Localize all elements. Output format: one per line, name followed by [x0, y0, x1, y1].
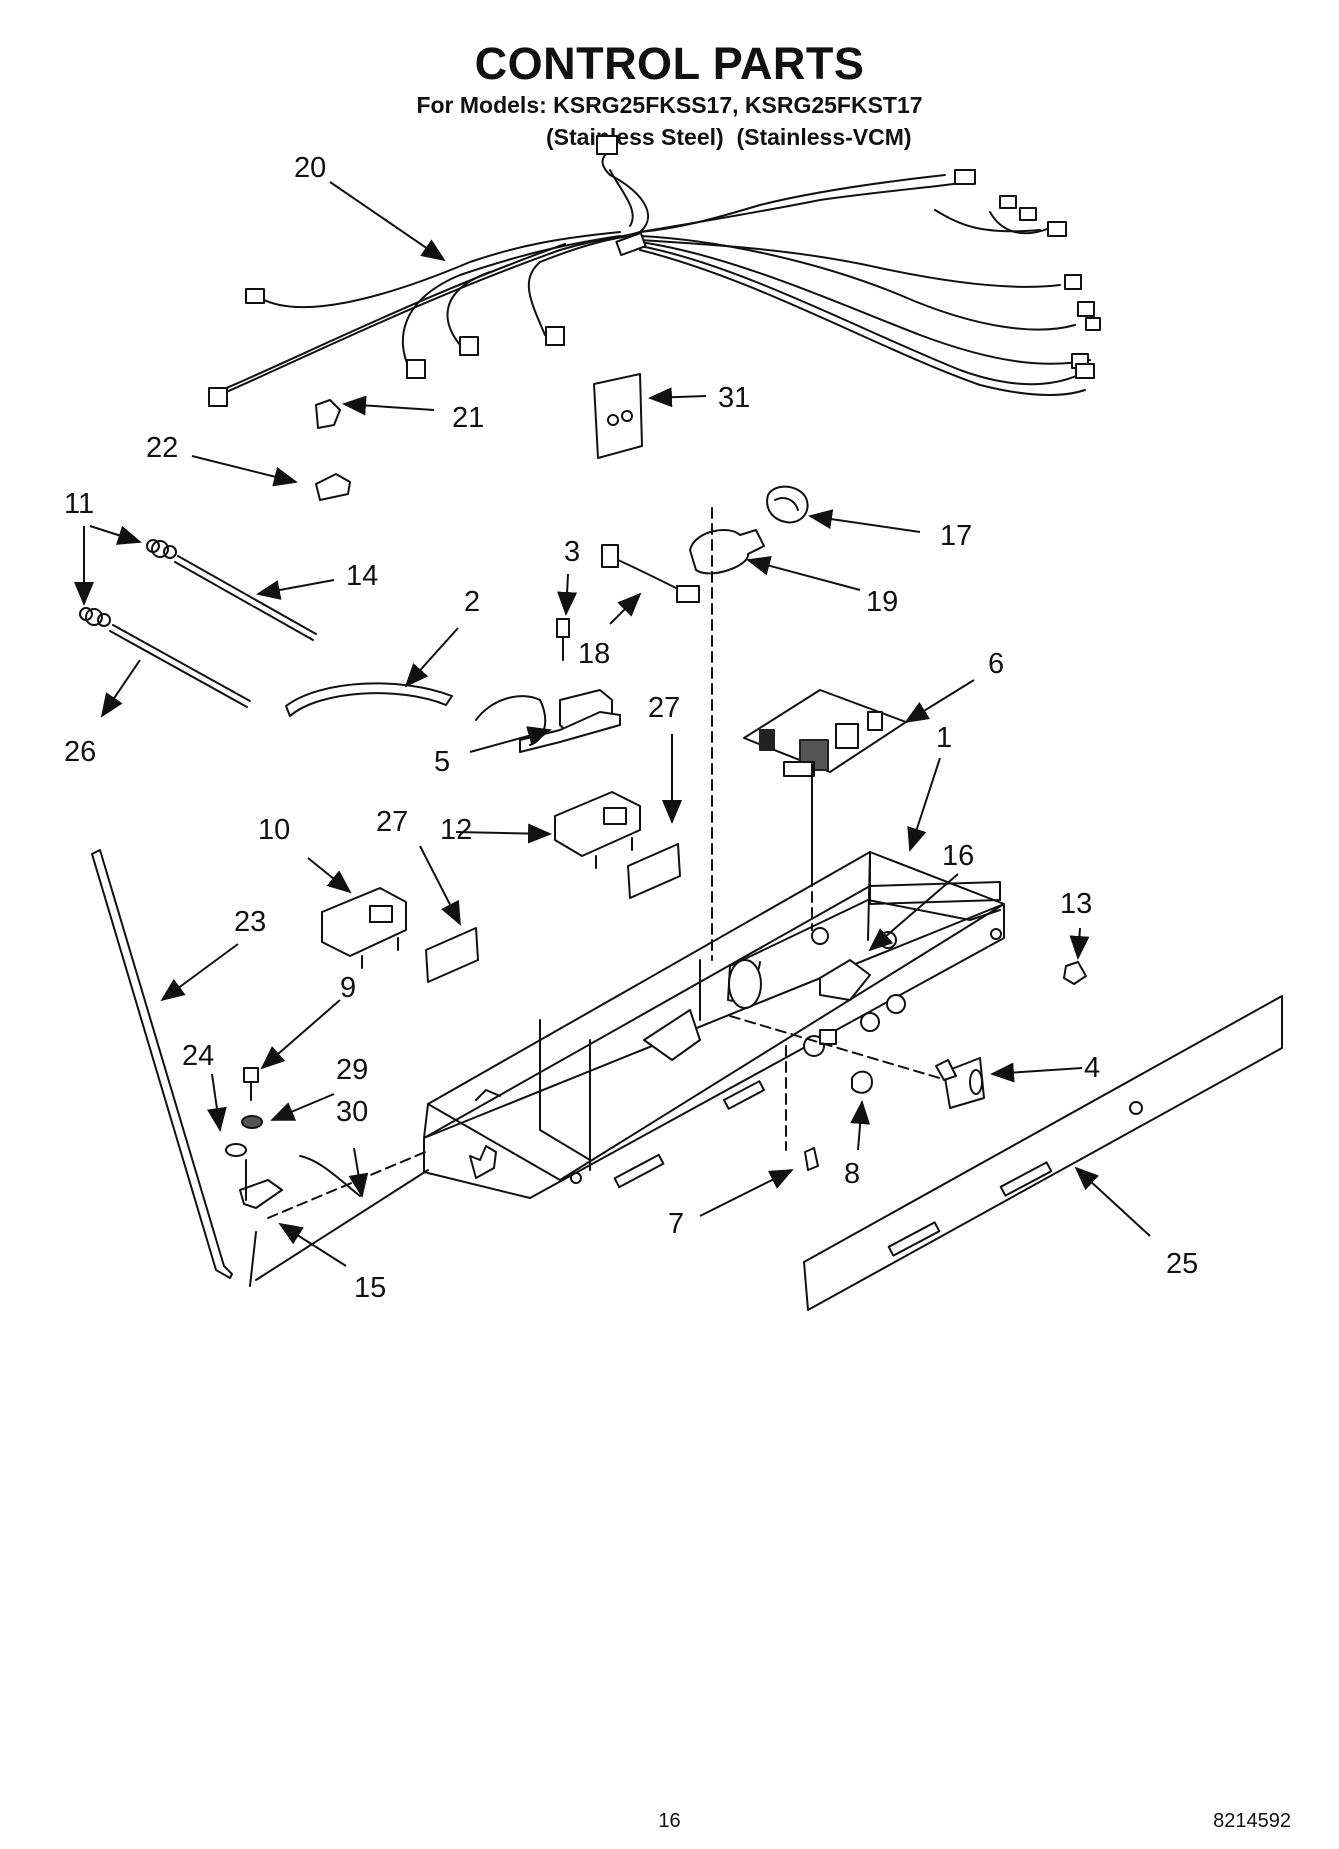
thermistor-bracket-upper [554, 791, 641, 869]
callout-2: 2 [464, 586, 481, 618]
grommets [79, 539, 177, 627]
fastener-stack [225, 1067, 361, 1209]
callout-26: 26 [64, 736, 97, 768]
callout-24: 24 [182, 1040, 215, 1072]
callout-1: 1 [936, 722, 953, 754]
tube-long-lower [109, 624, 251, 708]
harness-clip [315, 473, 351, 501]
callout-27b: 27 [376, 806, 409, 838]
model-list: For Models: KSRG25FKSS17, KSRG25FKST17 [416, 92, 923, 118]
callout-18: 18 [578, 638, 611, 670]
page-title: CONTROL PARTS [474, 38, 865, 89]
callout-8: 8 [844, 1158, 861, 1190]
variant-labels: (Stainless Steel) (Stainless-VCM) [546, 124, 912, 151]
callout-23: 23 [234, 906, 267, 938]
callout-30: 30 [336, 1096, 369, 1128]
base-bracket [249, 1169, 429, 1287]
light-socket [766, 485, 809, 524]
control-knob [851, 1070, 873, 1094]
callout-29: 29 [336, 1054, 369, 1086]
callout-12: 12 [440, 814, 473, 846]
variant-stainless-vcm: (Stainless-VCM) [736, 124, 912, 150]
tube-long-upper [174, 555, 317, 641]
wire-clip [315, 399, 341, 429]
callout-11: 11 [64, 488, 95, 520]
side-rod [91, 849, 233, 1279]
callout-14: 14 [346, 560, 379, 592]
callout-19: 19 [866, 586, 899, 618]
callout-22: 22 [146, 432, 179, 464]
wiring-harness [208, 135, 1101, 407]
front-trim-panel [803, 995, 1283, 1311]
drain-tube [285, 682, 453, 717]
callout-5: 5 [434, 746, 451, 778]
callout-27a: 27 [648, 692, 681, 724]
callout-15: 15 [354, 1272, 387, 1304]
light-wiring [601, 544, 700, 603]
callout-arrows [74, 181, 1151, 1267]
callout-21: 21 [452, 402, 485, 434]
control-housing [423, 851, 1005, 1199]
callout-3: 3 [564, 536, 581, 568]
callout-13: 13 [1060, 888, 1093, 920]
callout-20: 20 [294, 152, 327, 184]
control-board [743, 689, 907, 901]
thermistor-bracket-lower [321, 887, 407, 969]
callout-16: 16 [942, 840, 975, 872]
callout-25: 25 [1166, 1248, 1199, 1280]
control-switch [935, 1057, 985, 1109]
callout-9: 9 [340, 972, 357, 1004]
label-decal-lower [425, 927, 479, 983]
callout-10: 10 [258, 814, 291, 846]
callout-17: 17 [940, 520, 973, 552]
mounting-screw [804, 1147, 819, 1171]
callout-7: 7 [668, 1208, 685, 1240]
page-number: 16 [658, 1810, 681, 1832]
document-number: 8214592 [1213, 1810, 1291, 1832]
callout-31: 31 [718, 382, 751, 414]
cover-plate [593, 373, 643, 459]
label-decal-upper [627, 843, 681, 899]
switch-assembly [475, 618, 621, 753]
light-bulb [689, 529, 765, 575]
callout-4: 4 [1084, 1052, 1101, 1084]
housing-screw [1063, 961, 1087, 985]
callout-6: 6 [988, 648, 1005, 680]
